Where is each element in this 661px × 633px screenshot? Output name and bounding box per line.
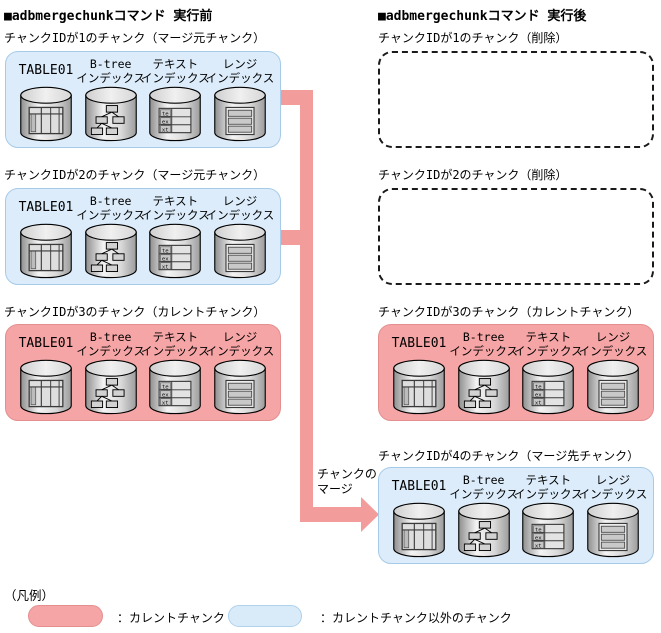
range-index-cylinder-group: レンジ インデックス [579,473,647,559]
table-cylinder-icon [393,502,445,558]
table-label: TABLE01 [18,63,74,79]
btree-index-label: B-tree インデックス [449,473,518,502]
svg-text:ex: ex [162,119,169,125]
after-chunk2-box-deleted [378,188,654,285]
svg-text:te: te [162,248,169,254]
after-chunk1-box-deleted [378,51,654,148]
btree-index-cylinder-icon [84,359,137,415]
btree-index-cylinder-icon [457,359,510,415]
legend-other-chunk-swatch [228,605,302,627]
btree-index-cylinder-group: B-tree インデックス [449,330,518,416]
svg-text:xt: xt [162,264,169,270]
btree-index-label: B-tree インデックス [76,57,145,86]
before-chunk1-box: TABLE01 B-tree インデックス [5,51,281,148]
range-index-label: レンジ インデックス [578,330,648,359]
table-cylinder-group: TABLE01 [388,473,450,559]
text-index-cylinder-icon: te ex xt [522,502,575,558]
table-label: TABLE01 [18,336,74,352]
range-index-label: レンジ インデックス [205,330,275,359]
text-index-label: テキスト インデックス [140,330,210,359]
text-index-cylinder-group: テキスト インデックス te ex xt [514,473,583,559]
table-cylinder-group: TABLE01 [15,194,77,280]
text-index-label: テキスト インデックス [513,473,583,502]
svg-text:ex: ex [162,256,169,262]
table-label: TABLE01 [391,336,447,352]
after-title: ■adbmergechunkコマンド 実行後 [378,9,587,24]
before-title: ■adbmergechunkコマンド 実行前 [4,9,213,24]
text-index-cylinder-group: テキスト インデックス te ex xt [514,330,583,416]
text-index-cylinder-group: テキスト インデックス te ex xt [141,194,210,280]
btree-index-cylinder-icon [457,502,510,558]
btree-index-cylinder-icon [84,223,137,279]
svg-text:xt: xt [535,400,542,406]
table-cylinder-icon [393,359,445,415]
svg-text:te: te [162,111,169,117]
range-index-cylinder-group: レンジ インデックス [579,330,647,416]
svg-text:te: te [162,384,169,390]
text-index-label: テキスト インデックス [140,57,210,86]
before-chunk1-heading: チャンクIDが1のチャンク（マージ元チャンク） [4,31,266,45]
table-label: TABLE01 [18,200,74,216]
text-index-cylinder-icon: te ex xt [149,359,202,415]
range-index-label: レンジ インデックス [578,473,648,502]
legend-current-chunk-swatch [28,605,103,627]
text-index-cylinder-icon: te ex xt [522,359,575,415]
after-chunk2-heading: チャンクIDが2のチャンク（削除） [378,168,568,182]
merge-arrow-label: チャンクの マージ [317,467,377,496]
range-index-label: レンジ インデックス [205,57,275,86]
before-chunk3-box: TABLE01 B-tree インデックス [5,324,281,421]
text-index-cylinder-icon: te ex xt [149,223,202,279]
before-chunk2-heading: チャンクIDが2のチャンク（マージ元チャンク） [4,168,266,182]
range-index-cylinder-icon [587,359,639,415]
btree-index-cylinder-group: B-tree インデックス [449,473,518,559]
after-chunk3-heading: チャンクIDが3のチャンク（カレントチャンク） [378,305,640,319]
text-index-label: テキスト インデックス [513,330,583,359]
legend-current-chunk-label: ：カレントチャンク [117,611,225,625]
svg-text:te: te [535,527,542,533]
table-cylinder-group: TABLE01 [15,57,77,143]
range-index-cylinder-icon [214,86,266,142]
table-cylinder-icon [20,86,72,142]
btree-index-cylinder-group: B-tree インデックス [76,194,145,280]
range-index-cylinder-icon [214,359,266,415]
svg-text:ex: ex [162,392,169,398]
table-cylinder-icon [20,223,72,279]
btree-index-cylinder-group: B-tree インデックス [76,330,145,416]
range-index-cylinder-icon [214,223,266,279]
text-index-cylinder-icon: te ex xt [149,86,202,142]
range-index-cylinder-group: レンジ インデックス [206,330,274,416]
btree-index-cylinder-group: B-tree インデックス [76,57,145,143]
table-cylinder-icon [20,359,72,415]
svg-text:xt: xt [162,400,169,406]
before-chunk2-box: TABLE01 B-tree インデックス [5,188,281,285]
range-index-label: レンジ インデックス [205,194,275,223]
text-index-cylinder-group: テキスト インデックス te ex xt [141,330,210,416]
after-chunk3-box: TABLE01 B-tree インデックス [378,324,654,421]
svg-text:xt: xt [535,543,542,549]
svg-text:xt: xt [162,127,169,133]
btree-index-label: B-tree インデックス [76,330,145,359]
range-index-cylinder-group: レンジ インデックス [206,194,274,280]
after-chunk4-box: TABLE01 B-tree インデックス [378,467,654,564]
after-chunk1-heading: チャンクIDが1のチャンク（削除） [378,31,568,45]
btree-index-label: B-tree インデックス [76,194,145,223]
legend-other-chunk-label: ：カレントチャンク以外のチャンク [320,611,512,625]
range-index-cylinder-icon [587,502,639,558]
after-chunk4-heading: チャンクIDが4のチャンク（マージ先チャンク） [378,449,640,463]
svg-text:ex: ex [535,535,542,541]
btree-index-label: B-tree インデックス [449,330,518,359]
table-label: TABLE01 [391,479,447,495]
btree-index-cylinder-icon [84,86,137,142]
svg-text:te: te [535,384,542,390]
svg-text:ex: ex [535,392,542,398]
text-index-label: テキスト インデックス [140,194,210,223]
legend-title: （凡例） [4,588,55,603]
text-index-cylinder-group: テキスト インデックス te ex xt [141,57,210,143]
range-index-cylinder-group: レンジ インデックス [206,57,274,143]
before-chunk3-heading: チャンクIDが3のチャンク（カレントチャンク） [4,305,266,319]
table-cylinder-group: TABLE01 [388,330,450,416]
table-cylinder-group: TABLE01 [15,330,77,416]
